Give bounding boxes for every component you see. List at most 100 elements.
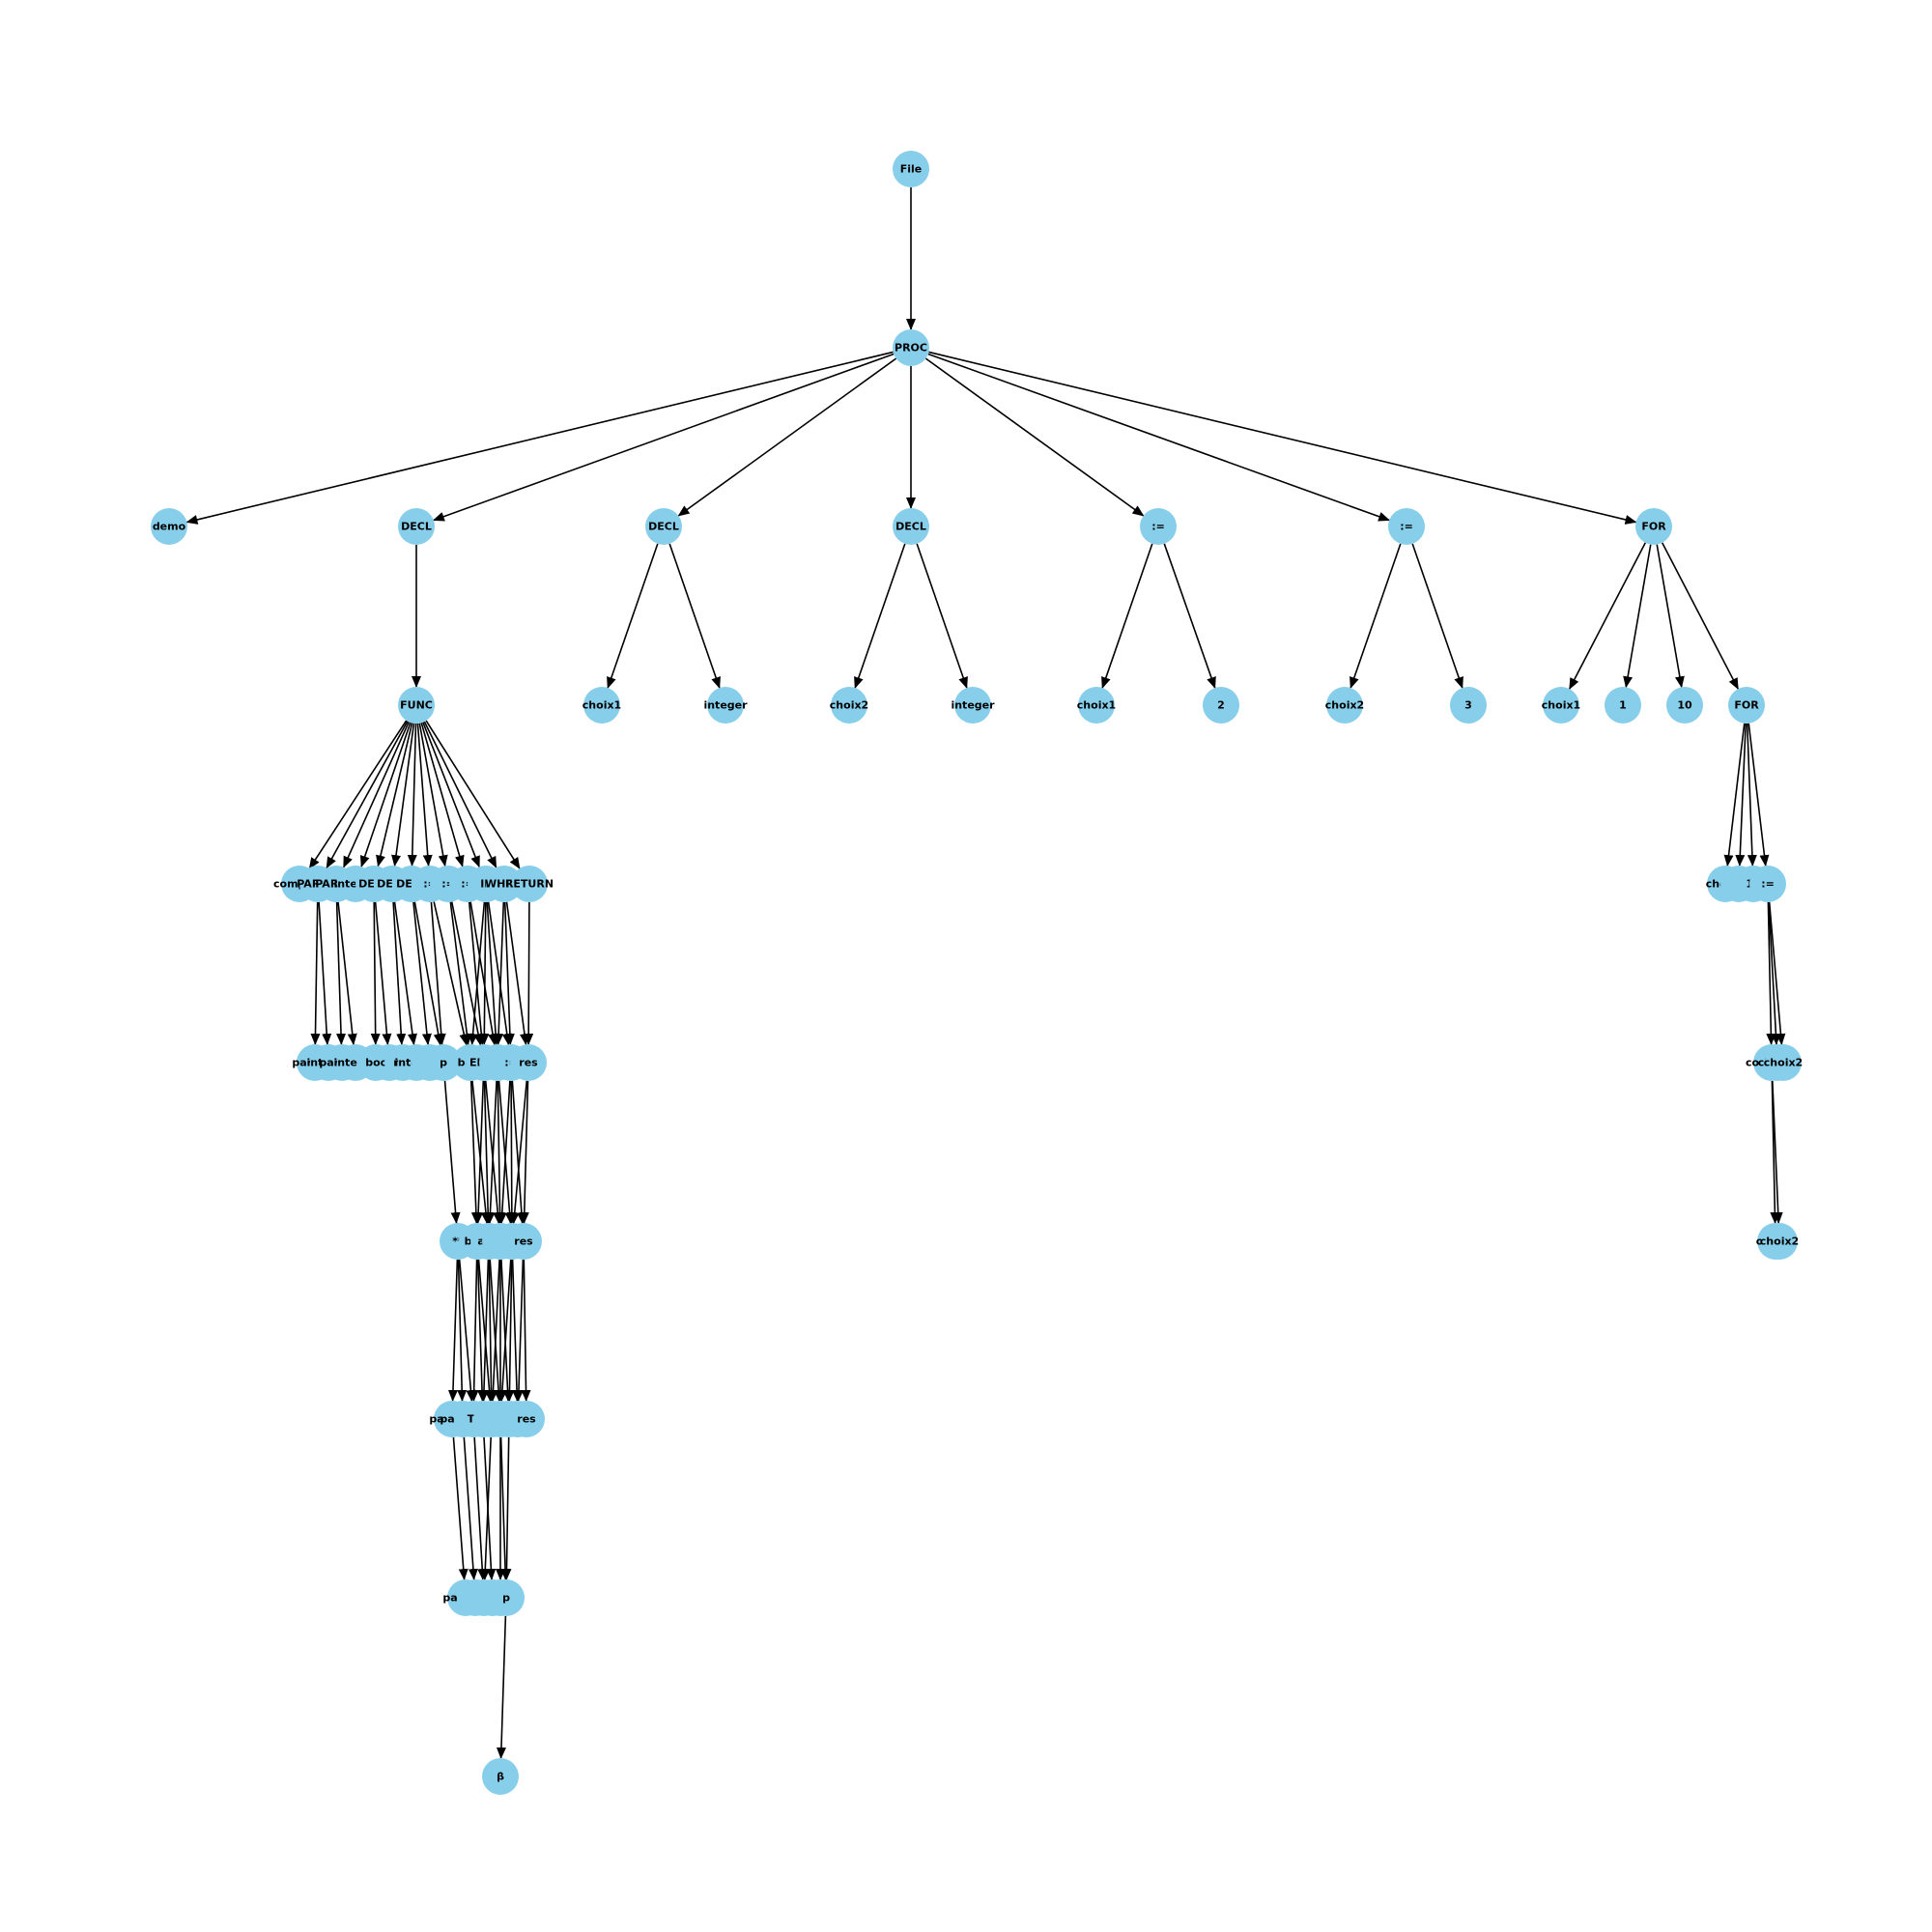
node-decl3: DECL (893, 508, 929, 545)
node-f_10: 10 (1666, 687, 1703, 724)
node-label: := (1400, 521, 1413, 533)
edge-func_if-l3_else (479, 901, 490, 1046)
edge-func-func_integer (359, 722, 412, 867)
node-circle (1728, 687, 1765, 724)
node-label: FOR (1641, 521, 1666, 533)
node-label: p (502, 1592, 510, 1605)
node-f_1: 1 (1605, 687, 1641, 724)
node-demo: demo (151, 508, 187, 545)
edge-l3_else-l4_bool (473, 1080, 485, 1225)
node-circle (1388, 508, 1425, 545)
edge-l4_and-l5_div (489, 1259, 504, 1403)
node-label: res (514, 1236, 533, 1248)
node-circle (583, 687, 620, 724)
edge-l3_assign-l4_p (506, 1080, 517, 1225)
edge-l4_res-l5_res (521, 1259, 531, 1403)
node-circle (511, 866, 548, 902)
node-circle (893, 151, 929, 187)
node-label: integer (951, 699, 995, 712)
edge-proc-assign2 (927, 353, 1391, 522)
node-a2_3: 3 (1450, 687, 1487, 724)
node-circle (1140, 508, 1177, 545)
node-f_choix1: choix1 (1542, 687, 1580, 724)
edge-l5_param2-l6_2 (463, 1436, 478, 1581)
edge-for2-for2_1 (1735, 723, 1747, 867)
node-label: := (1761, 878, 1775, 891)
node-circle (893, 329, 929, 366)
edge-func-func_if (422, 722, 480, 868)
node-label: DECL (401, 521, 432, 533)
edge-l3_p2-l4_pow (443, 1080, 461, 1225)
edge-func_decl2-l3_res (392, 901, 407, 1046)
edge-l4_and-l5_p (486, 1259, 497, 1403)
edge-func_decl3-l3_p2 (413, 901, 443, 1046)
node-circle (508, 1401, 545, 1437)
edge-l5_param1-l6_param2 (452, 1436, 469, 1581)
edge-proc-decl2 (677, 357, 897, 517)
node-for2_assign: := (1749, 866, 1786, 902)
node-circle (1635, 508, 1672, 545)
node-label: choix2 (1325, 699, 1364, 712)
node-for1: FOR (1635, 508, 1672, 545)
edge-func_param2-l3_param2 (335, 901, 347, 1046)
node-label: 3 (1464, 699, 1472, 712)
node-label: File (900, 163, 923, 176)
edge-fa_compute-fb_choix1 (1770, 1080, 1780, 1225)
edge-l4_bool-l5_p (477, 1259, 495, 1403)
edge-l3_else-l4_and (483, 1080, 494, 1225)
node-circle (151, 508, 187, 545)
edge-l5_5-l6_res (473, 1436, 488, 1581)
edge-l4_eq-l5_1 (500, 1259, 513, 1403)
node-l6_p: p (488, 1579, 525, 1616)
node-circle (831, 687, 867, 724)
node-d2_choix1: choix1 (582, 687, 621, 724)
node-d3_choix2: choix2 (830, 687, 868, 724)
edge-assign2-a2_3 (1411, 543, 1463, 689)
edge-l4_pow-l5_param1 (447, 1259, 459, 1403)
edge-for2-for2_choix2 (1723, 723, 1746, 867)
node-l7_beta: β (482, 1758, 519, 1795)
edge-func_param1-l3_integer1 (318, 901, 332, 1046)
node-a1_2: 2 (1203, 687, 1239, 724)
edge-l3_bool-l4_bool (469, 1080, 481, 1225)
edge-func_if-l3_bool (468, 901, 486, 1046)
node-l3_p2: p (425, 1044, 462, 1081)
node-label: := (1151, 521, 1165, 533)
node-circle (707, 687, 744, 724)
node-d2_integer: integer (703, 687, 748, 724)
node-circle (510, 1044, 547, 1081)
edge-l4_and-l5_true (478, 1259, 490, 1403)
node-proc: PROC (893, 329, 929, 366)
edge-for2_assign-fa_choix2 (1768, 901, 1786, 1046)
node-circle (1666, 687, 1703, 724)
edge-func_decl3-l3_0 (412, 901, 432, 1046)
node-circle (1326, 687, 1363, 724)
edge-decl2-d2_integer (668, 543, 721, 689)
edge-l3_gt-l4_p (497, 1080, 515, 1225)
edge-func_decl1-l3_p (370, 901, 381, 1046)
edge-decl3-d3_choix2 (854, 543, 906, 689)
edge-func_decl1-l3_boolean (374, 901, 392, 1046)
edge-l4_pow-l5_5 (458, 1259, 476, 1403)
edge-func-func_as1 (416, 723, 433, 867)
node-circle (1450, 687, 1487, 724)
edge-assign2-a2_choix2 (1350, 543, 1402, 689)
edge-for1-f_choix1 (1569, 542, 1646, 691)
edge-func_as2-l3_bool (449, 901, 472, 1046)
node-label: demo (153, 521, 186, 533)
node-circle (893, 508, 929, 545)
node-circle (1203, 687, 1239, 724)
edge-fa_compute-fb_choix2 (1772, 1080, 1783, 1225)
edge-l6_p-l7_beta (496, 1615, 507, 1760)
edge-l3_assign-l4_eq (497, 1080, 511, 1225)
node-label: DECL (895, 521, 926, 533)
node-label: res (519, 1057, 538, 1069)
edge-decl2-d2_choix1 (607, 543, 659, 689)
edge-l4_p-l5_plus (511, 1259, 523, 1403)
edge-l3_gt-l4_eq (495, 1080, 505, 1225)
node-label: RETURN (505, 878, 554, 891)
edge-for1-f_1 (1623, 544, 1652, 689)
edge-func_as2-l3_else (450, 901, 484, 1046)
